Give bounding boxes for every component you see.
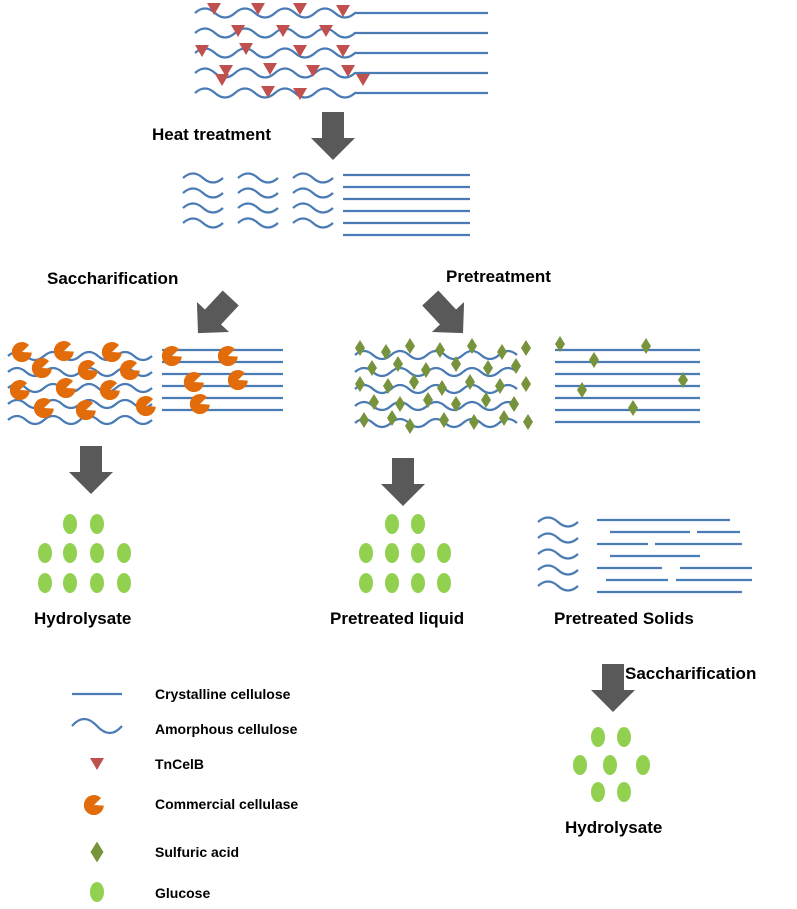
- sulfuric-acid-icon: [90, 841, 104, 863]
- glucose-pile-right: [573, 727, 650, 802]
- legend-label-commercial-cellulase: Commercial cellulase: [155, 796, 298, 812]
- pretreatment-arrow: [414, 282, 480, 349]
- glucose-icon: [90, 882, 104, 902]
- pretreated-liquid-label: Pretreated liquid: [330, 609, 464, 628]
- hydrolysis-arrow-left: [69, 446, 113, 494]
- commercial-cellulase-icon: [81, 792, 106, 818]
- legend: Crystalline cellulose Amorphous cellulos…: [71, 686, 298, 902]
- acid-treated-crystalline: [555, 336, 700, 424]
- legend-label-amorphous: Amorphous cellulose: [155, 721, 298, 737]
- amorphous-cellulose-icon: [71, 717, 123, 735]
- heat-treatment-arrow: [311, 112, 355, 160]
- pretreated-solids-label: Pretreated Solids: [554, 609, 694, 628]
- tncelb-icon: [90, 758, 104, 770]
- hydrolysate-label-left: Hydrolysate: [34, 609, 131, 628]
- saccharification-arrow-left: [181, 282, 247, 349]
- heat-treated-cellulose: [182, 172, 470, 237]
- saccharification-label-left: Saccharification: [47, 269, 178, 288]
- heat-treatment-label: Heat treatment: [152, 125, 271, 144]
- legend-label-crystalline: Crystalline cellulose: [155, 686, 291, 702]
- pretreated-solids: [537, 516, 752, 594]
- legend-label-glucose: Glucose: [155, 885, 210, 901]
- legend-label-sulfuric-acid: Sulfuric acid: [155, 844, 239, 860]
- saccharification-label-right: Saccharification: [625, 664, 756, 683]
- hydrolysate-label-right: Hydrolysate: [565, 818, 662, 837]
- cellulase-treated-cellulose: [7, 338, 283, 426]
- pretreatment-label: Pretreatment: [446, 267, 551, 286]
- raw-cellulose-with-tncelb: [194, 3, 488, 100]
- liquid-separation-arrow: [381, 458, 425, 506]
- glucose-pile-liquid: [359, 514, 451, 593]
- acid-treated-amorphous: [354, 338, 533, 434]
- glucose-pile-left: [38, 514, 131, 593]
- legend-label-tncelb: TnCelB: [155, 756, 204, 772]
